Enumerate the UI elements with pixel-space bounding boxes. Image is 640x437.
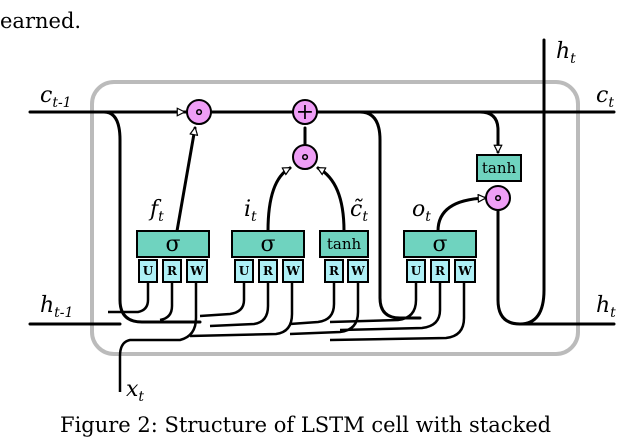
wire-ig-u: [199, 280, 246, 318]
input-gate-label: σ: [260, 232, 275, 257]
input-multiply-symbol: ∘: [300, 145, 311, 170]
forget-w-box: [186, 259, 208, 283]
figure-caption: Figure 2: Structure of LSTM cell with st…: [60, 413, 551, 437]
output-to-mult: [436, 198, 485, 233]
cand-to-mult: [318, 166, 346, 233]
h-loop-right: [358, 110, 422, 320]
candidate-w-label: W: [350, 264, 365, 278]
forget-u-box: [138, 259, 158, 283]
candidate-r-box: [324, 259, 344, 283]
output-u-label: U: [411, 264, 422, 278]
candidate-box: [319, 230, 369, 258]
c-next-label: ct: [596, 83, 614, 111]
caption-fragment: earned.: [0, 9, 81, 33]
input-to-mult: [266, 166, 290, 233]
output-gate-box: [403, 230, 477, 258]
h-top-wire: [496, 38, 546, 326]
input-gate-box: [231, 230, 305, 258]
c-prev-label: ct-1: [40, 83, 72, 111]
output-w-label: W: [457, 264, 472, 278]
candidate-w-box: [347, 259, 369, 283]
wire-ig-w: [189, 280, 294, 338]
h-top-label: ht: [556, 39, 576, 67]
forget-gate-box: [136, 230, 210, 258]
wire-og-u: [329, 280, 418, 324]
cell-tanh-box: [476, 154, 522, 182]
wire-fg-r: [159, 280, 174, 322]
forget-to-mult: [175, 128, 195, 233]
wire-fg-u: [108, 280, 150, 314]
wire-ig-r: [209, 280, 270, 328]
cell-tanh-label: tanh: [482, 159, 517, 177]
output-r-box: [430, 259, 450, 283]
output-r-label: R: [435, 264, 446, 278]
output-multiply-op: [485, 185, 511, 211]
i-label: it: [244, 197, 257, 225]
output-w-box: [454, 259, 476, 283]
forget-multiply-op: [186, 99, 212, 125]
h-next-label: ht: [596, 293, 616, 321]
f-label: ft: [148, 197, 164, 225]
forget-u-label: U: [143, 264, 154, 278]
input-multiply-op: [292, 144, 318, 170]
input-u-box: [234, 259, 254, 283]
c-to-tanh: [478, 110, 498, 154]
c-tilde-label: c̃t: [350, 197, 368, 225]
candidate-label: tanh: [327, 235, 362, 253]
input-r-label: R: [263, 264, 274, 278]
candidate-r-label: R: [329, 264, 340, 278]
add-symbol: +: [296, 100, 314, 125]
x-input-wire: [118, 280, 198, 392]
input-w-label: W: [285, 264, 300, 278]
forget-w-label: W: [189, 264, 204, 278]
wire-cd-r: [289, 280, 336, 326]
forget-multiply-symbol: ∘: [194, 100, 205, 125]
output-u-box: [406, 259, 426, 283]
output-gate-label: σ: [432, 232, 447, 257]
wire-cd-w: [289, 280, 360, 336]
output-multiply-symbol: ∘: [493, 186, 504, 211]
input-u-label: U: [239, 264, 250, 278]
h-loop-left: [102, 110, 202, 324]
h-prev-label: ht-1: [40, 293, 73, 321]
x-input-label: xt: [126, 377, 144, 405]
input-w-box: [282, 259, 304, 283]
add-op: [292, 99, 318, 125]
wire-og-w: [329, 280, 466, 342]
forget-r-label: R: [167, 264, 178, 278]
forget-r-box: [162, 259, 182, 283]
o-label: ot: [412, 197, 431, 225]
input-r-box: [258, 259, 278, 283]
forget-gate-label: σ: [165, 232, 180, 257]
wire-og-r: [339, 280, 442, 332]
cell-border: [90, 80, 580, 356]
